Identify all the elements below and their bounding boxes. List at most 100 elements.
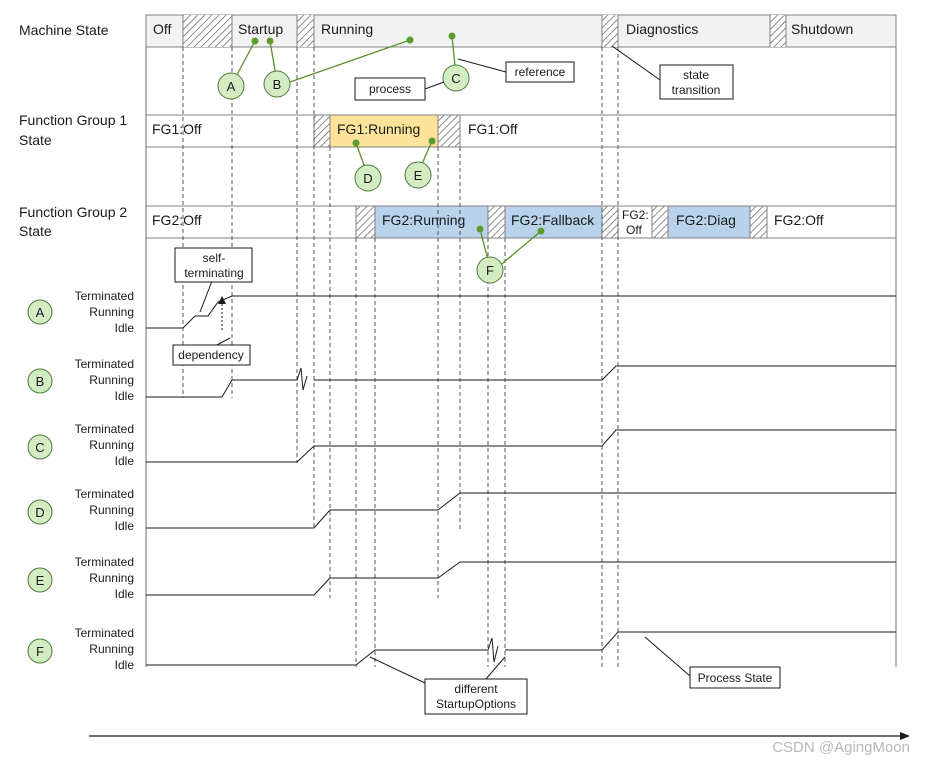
- lane-badge-a: A: [27, 299, 53, 325]
- svg-text:state: state: [683, 68, 709, 82]
- fg1-state-off-a: FG1:Off: [152, 121, 202, 137]
- lane-badge-c: C: [27, 434, 53, 460]
- fg1-transition-2: [437, 114, 461, 148]
- fg2-state-off-c: FG2:Off: [774, 212, 824, 228]
- svg-text:reference: reference: [515, 65, 566, 79]
- callout-d: D: [354, 164, 382, 192]
- lane-d-terminated: Terminated: [75, 487, 134, 501]
- fg1-state-off-b: FG1:Off: [468, 121, 518, 137]
- lane-badges: A B C D E F: [27, 299, 53, 664]
- lane-f-running: Running: [89, 642, 134, 656]
- fg2-transition-5: [749, 205, 768, 239]
- svg-text:different: different: [454, 682, 498, 696]
- machine-state-band: Off Startup Running Diagnostics Shutdown: [145, 14, 897, 48]
- row-label-machine-state: Machine State: [19, 22, 109, 38]
- lane-e-terminated: Terminated: [75, 555, 134, 569]
- lane-c-running: Running: [89, 438, 134, 452]
- svg-text:dependency: dependency: [178, 348, 243, 362]
- svg-text:transition: transition: [672, 83, 721, 97]
- annotation-state-transition: state transition: [659, 64, 734, 100]
- callout-f: F: [476, 256, 504, 284]
- lane-badge-b: B: [27, 368, 53, 394]
- machine-state-off: Off: [153, 21, 172, 37]
- lane-a-running: Running: [89, 305, 134, 319]
- lane-e-running: Running: [89, 571, 134, 585]
- row-label-fg1-line2: State: [19, 132, 52, 148]
- machine-transition-startup-running: [297, 15, 314, 47]
- machine-state-running: Running: [321, 21, 373, 37]
- lane-badge-e: E: [27, 567, 53, 593]
- svg-text:E: E: [414, 168, 423, 183]
- process-lane-e-labels: Terminated Running Idle: [75, 555, 135, 601]
- svg-text:D: D: [35, 505, 44, 520]
- row-label-fg1-line1: Function Group 1: [19, 112, 127, 128]
- svg-text:D: D: [363, 171, 372, 186]
- waveform-a: [146, 295, 896, 329]
- callout-e: E: [404, 161, 432, 189]
- lane-d-running: Running: [89, 503, 134, 517]
- fg2-state-off-b-line2: Off: [626, 223, 642, 237]
- dependency-arrow-head: [218, 296, 226, 304]
- process-lane-d-labels: Terminated Running Idle: [75, 487, 135, 533]
- svg-text:F: F: [486, 263, 494, 278]
- annotation-leaders: [199, 45, 691, 684]
- svg-text:B: B: [36, 374, 45, 389]
- fg1-transition-1: [313, 114, 331, 148]
- waveform-f-part2: [505, 631, 896, 651]
- machine-transition-diagnostics-shutdown: [770, 15, 786, 47]
- machine-transition-off-startup: [183, 15, 232, 47]
- callout-a: A: [217, 72, 245, 100]
- waveform-f-part1: [146, 637, 499, 666]
- fg1-running-box: [329, 114, 439, 148]
- row-label-fg2-line1: Function Group 2: [19, 204, 127, 220]
- process-lane-f-labels: Terminated Running Idle: [75, 626, 135, 672]
- lane-a-terminated: Terminated: [75, 289, 134, 303]
- svg-text:terminating: terminating: [184, 266, 243, 280]
- fg2-transition-2: [487, 205, 506, 239]
- waveform-b-part2: [314, 365, 896, 381]
- waveform-d: [146, 492, 896, 529]
- svg-text:C: C: [451, 71, 460, 86]
- svg-text:self-: self-: [203, 251, 226, 265]
- lane-b-running: Running: [89, 373, 134, 387]
- watermark: CSDN @AgingMoon: [772, 739, 910, 756]
- annotation-different-startup-options: different StartupOptions: [424, 678, 528, 715]
- row-label-fg2-line2: State: [19, 223, 52, 239]
- machine-transition-running-diagnostics: [602, 15, 618, 47]
- fg2-diag-box: [667, 205, 751, 239]
- svg-text:process: process: [369, 82, 411, 96]
- lane-a-idle: Idle: [115, 321, 135, 335]
- callout-c: C: [442, 64, 470, 92]
- lane-c-terminated: Terminated: [75, 422, 134, 436]
- lane-badge-d: D: [27, 499, 53, 525]
- svg-text:StartupOptions: StartupOptions: [436, 697, 516, 711]
- lane-d-idle: Idle: [115, 519, 135, 533]
- lane-f-terminated: Terminated: [75, 626, 134, 640]
- lane-f-idle: Idle: [115, 658, 135, 672]
- waveform-e: [146, 561, 896, 596]
- lane-b-terminated: Terminated: [75, 357, 134, 371]
- fg2-state-diag: FG2:Diag: [676, 212, 736, 228]
- svg-text:E: E: [36, 573, 45, 588]
- lane-e-idle: Idle: [115, 587, 135, 601]
- lane-c-idle: Idle: [115, 454, 135, 468]
- svg-text:C: C: [35, 440, 44, 455]
- process-lane-b-labels: Terminated Running Idle: [75, 357, 135, 403]
- svg-text:Process State: Process State: [698, 671, 773, 685]
- svg-text:A: A: [36, 305, 45, 320]
- svg-text:A: A: [227, 79, 236, 94]
- lane-badge-f: F: [27, 638, 53, 664]
- annotation-reference: reference: [505, 61, 575, 83]
- fg2-state-off-b-line1: FG2:: [622, 208, 649, 222]
- machine-state-shutdown: Shutdown: [791, 21, 853, 37]
- time-axis-arrow: [89, 732, 910, 740]
- annotation-self-terminating: self- terminating: [174, 247, 253, 283]
- annotation-dependency: dependency: [172, 344, 251, 366]
- waveform-c: [146, 429, 896, 463]
- svg-text:F: F: [36, 644, 44, 659]
- process-lane-c-labels: Terminated Running Idle: [75, 422, 135, 468]
- annotation-process: process: [354, 77, 426, 101]
- annotation-process-state: Process State: [689, 666, 781, 689]
- fg1-band: FG1:Off FG1:Running FG1:Off: [145, 114, 897, 148]
- fg2-transition-3: [601, 205, 619, 239]
